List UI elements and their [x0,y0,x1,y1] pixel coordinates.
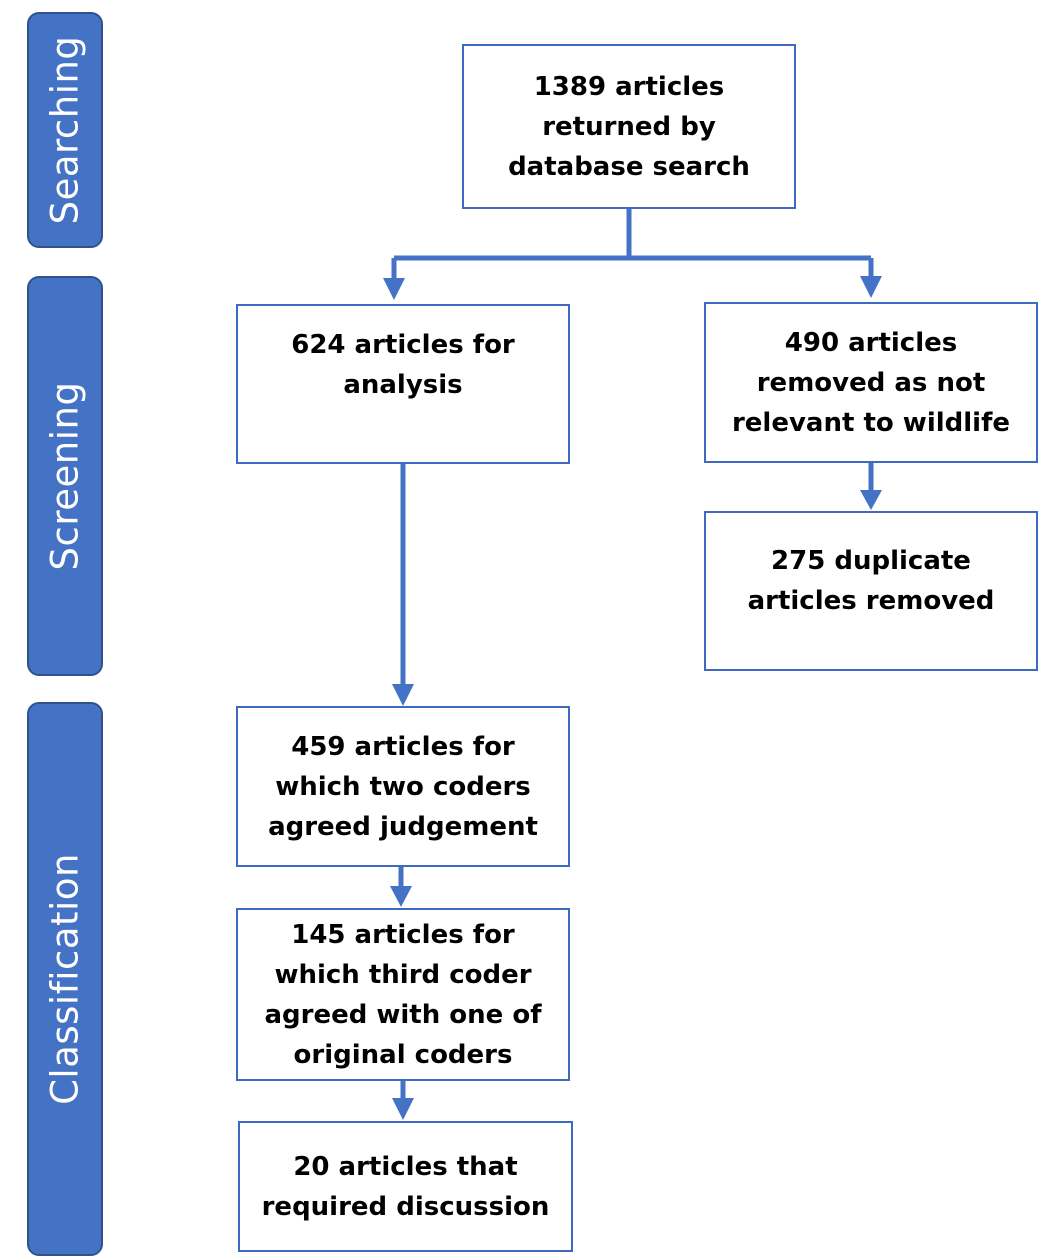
connector-to-duplicates-shaft [868,462,874,492]
stage-bar-classification: Classification [27,702,103,1256]
box-discussion-text: 20 articles that required discussion [261,1151,550,1222]
box-search-results-text: 1389 articles returned by database searc… [508,71,750,182]
connector-to-discussion-shaft [400,1080,406,1100]
arrow-to-discussion [392,1098,414,1120]
connector-to-not-relevant-shaft [868,258,874,278]
box-search-results: 1389 articles returned by database searc… [462,44,796,209]
box-third-coder: 145 articles for which third coder agree… [236,908,570,1081]
arrow-to-duplicates [860,490,882,510]
box-two-coders-text: 459 articles for which two coders agreed… [268,731,538,842]
box-for-analysis: 624 articles for analysis [236,304,570,464]
box-not-relevant-text: 490 articles removed as not relevant to … [731,327,1011,438]
box-not-relevant: 490 articles removed as not relevant to … [704,302,1038,463]
arrow-to-analysis [383,278,405,300]
connector-to-analysis-shaft [391,258,397,280]
box-third-coder-text: 145 articles for which third coder agree… [264,919,542,1070]
box-duplicates: 275 duplicate articles removed [704,511,1038,671]
box-duplicates-text: 275 duplicate articles removed [747,546,995,616]
box-two-coders: 459 articles for which two coders agreed… [236,706,570,867]
connector-to-third-coder-shaft [398,866,404,888]
arrowheads [383,258,882,1120]
arrow-to-not-relevant [860,276,882,298]
stage-bar-searching: Searching [27,12,103,248]
arrow-to-two-coders [392,684,414,706]
box-for-analysis-text: 624 articles for analysis [291,330,515,400]
arrow-to-third-coder [390,886,412,907]
connector-to-two-coders-shaft [400,463,406,685]
stage-bar-screening: Screening [27,276,103,676]
box-discussion: 20 articles that required discussion [238,1121,573,1252]
